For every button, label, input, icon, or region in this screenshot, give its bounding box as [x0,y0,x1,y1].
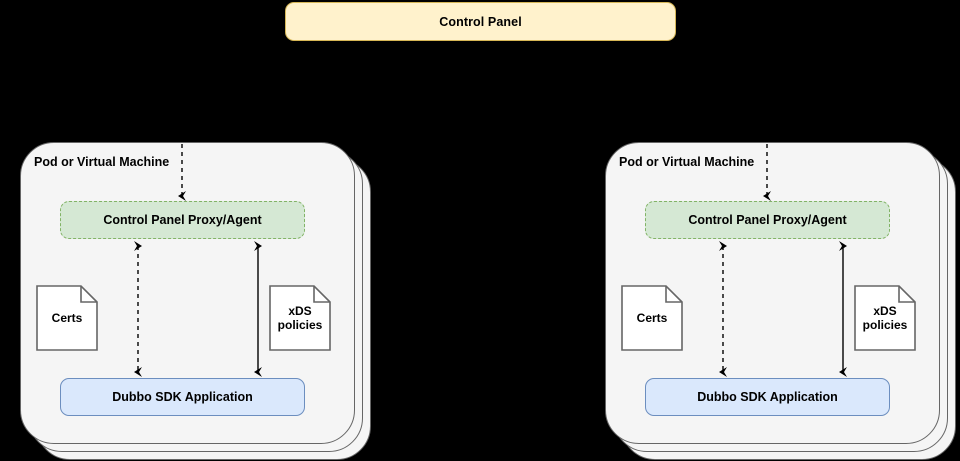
note-xds-line-1: xDS [873,303,897,318]
note-xds-policies-text: xDS policies [854,285,916,351]
control-panel-label: Control Panel [439,14,522,29]
pod-container-label: Pod or Virtual Machine [619,155,755,169]
dubbo-sdk-application-box[interactable]: Dubbo SDK Application [60,378,305,416]
control-panel-proxy-box[interactable]: Control Panel Proxy/Agent [60,201,305,239]
control-panel-proxy-box[interactable]: Control Panel Proxy/Agent [645,201,890,239]
note-certs[interactable]: Certs [621,285,683,351]
note-certs-text: Certs [621,285,683,351]
note-xds-policies-text: xDS policies [269,285,331,351]
control-panel-box[interactable]: Control Panel [285,2,676,41]
dubbo-sdk-application-label: Dubbo SDK Application [112,390,253,404]
note-certs[interactable]: Certs [36,285,98,351]
note-xds-policies[interactable]: xDS policies [269,285,331,351]
note-xds-policies[interactable]: xDS policies [854,285,916,351]
control-panel-proxy-label: Control Panel Proxy/Agent [688,213,847,227]
note-certs-line-1: Certs [51,310,83,325]
pod-container-label: Pod or Virtual Machine [34,155,170,169]
dubbo-sdk-application-box[interactable]: Dubbo SDK Application [645,378,890,416]
note-xds-line-1: xDS [288,303,312,318]
note-xds-line-2: policies [862,318,908,332]
note-certs-line-1: Certs [636,310,668,325]
note-certs-text: Certs [36,285,98,351]
dubbo-sdk-application-label: Dubbo SDK Application [697,390,838,404]
note-xds-line-2: policies [277,318,323,332]
control-panel-proxy-label: Control Panel Proxy/Agent [103,213,262,227]
